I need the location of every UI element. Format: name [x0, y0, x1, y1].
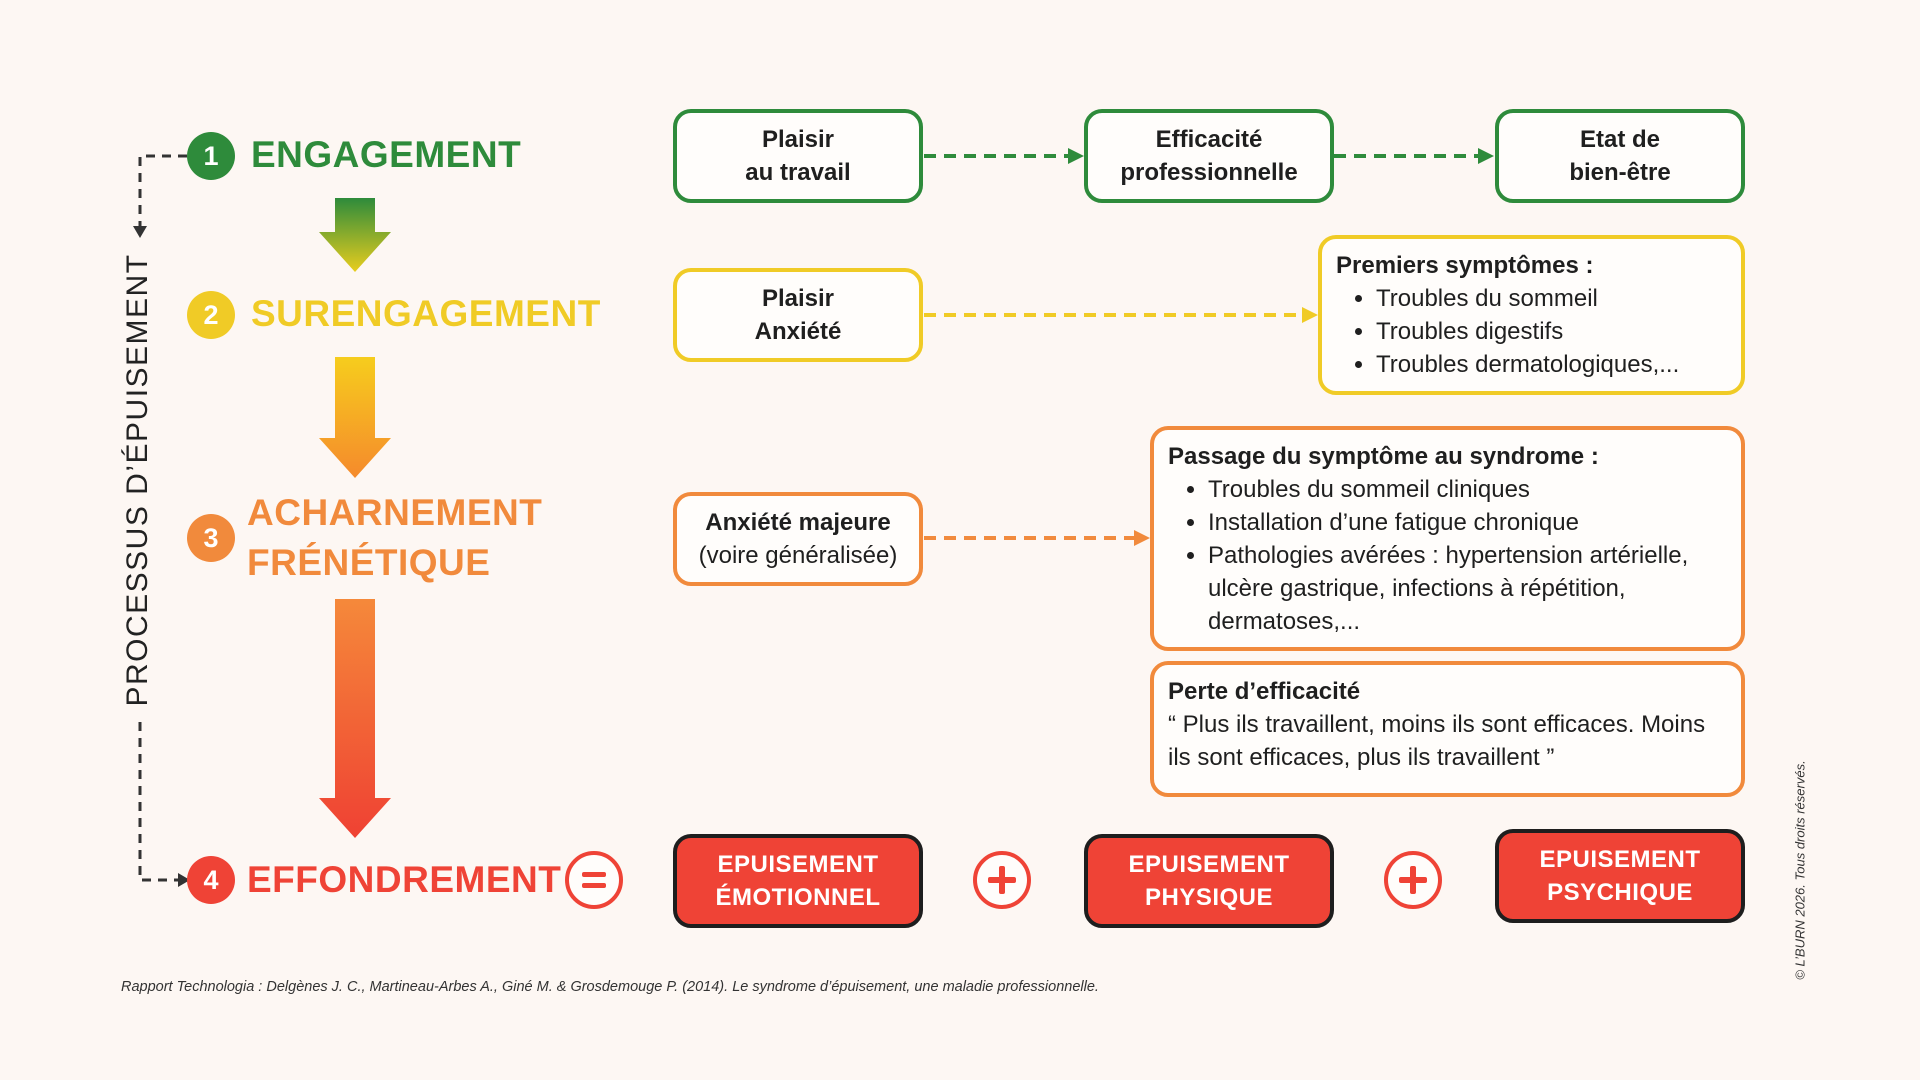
loop-connector-top: [138, 154, 187, 228]
list-item: Troubles du sommeil: [1376, 282, 1727, 315]
down-arrow-3: [319, 599, 391, 838]
arrowhead-r1-a: [1068, 148, 1084, 164]
box-etat-de-bien-etre: Etat de bien-être: [1495, 109, 1745, 203]
box-line: professionnelle: [1120, 159, 1298, 186]
box-line: Anxiété majeure: [705, 509, 891, 536]
stage-3-label-line2: FRÉNÉTIQUE: [247, 542, 491, 583]
box-line: (voire généralisée): [698, 542, 898, 569]
process-label: PROCESSUS D’ÉPUISEMENT: [121, 253, 154, 707]
box-line: PHYSIQUE: [1144, 884, 1274, 911]
box-line: Plaisir: [761, 285, 835, 312]
loop-arrowhead-right: [178, 873, 190, 887]
box-plaisir-anxiete: Plaisir Anxiété: [673, 268, 923, 362]
stage-1-label: ENGAGEMENT: [251, 134, 522, 175]
box-line: Anxiété: [754, 318, 842, 345]
first-symptoms-list: Troubles du sommeil Troubles digestifs T…: [1336, 282, 1727, 381]
loop-arrowhead-down: [133, 226, 147, 238]
box-epuisement-physique: EPUISEMENT PHYSIQUE: [1084, 834, 1334, 928]
box-line: Plaisir: [761, 126, 835, 153]
stage-4-label: EFFONDREMENT: [247, 859, 562, 900]
box-line: EPUISEMENT: [1128, 851, 1290, 878]
down-arrow-1: [319, 198, 391, 272]
plus-icon: [973, 851, 1031, 909]
list-item: Troubles dermatologiques,...: [1376, 348, 1727, 381]
box-line: bien-être: [1569, 159, 1671, 186]
arrowhead-r2: [1302, 307, 1318, 323]
stage-3-badge: 3: [187, 514, 235, 562]
arrowhead-r1-b: [1478, 148, 1494, 164]
syndrome-title: Passage du symptôme au syndrome :: [1168, 443, 1599, 470]
arrowhead-r3: [1134, 530, 1150, 546]
list-item: Installation d’une fatigue chronique: [1208, 506, 1727, 539]
stage-4-badge: 4: [187, 856, 235, 904]
box-line: EPUISEMENT: [1539, 846, 1701, 873]
box-line: ÉMOTIONNEL: [715, 884, 881, 911]
box-plaisir-au-travail: Plaisir au travail: [673, 109, 923, 203]
box-epuisement-psychique: EPUISEMENT PSYCHIQUE: [1495, 829, 1745, 923]
efficiency-loss-panel: Perte d’efficacité “ Plus ils travaillen…: [1150, 661, 1745, 797]
box-anxiete-majeure: Anxiété majeure (voire généralisée): [673, 492, 923, 586]
stage-1-badge: 1: [187, 132, 235, 180]
down-arrow-2: [319, 357, 391, 478]
box-line: Efficacité: [1155, 126, 1263, 153]
box-efficacite-professionnelle: Efficacité professionnelle: [1084, 109, 1334, 203]
stage-3-label-line1: ACHARNEMENT: [247, 492, 543, 533]
box-epuisement-emotionnel: EPUISEMENT ÉMOTIONNEL: [673, 834, 923, 928]
list-item: Troubles digestifs: [1376, 315, 1727, 348]
first-symptoms-title: Premiers symptômes :: [1336, 252, 1594, 279]
box-line: au travail: [745, 159, 851, 186]
stage-2-badge: 2: [187, 291, 235, 339]
list-item: Troubles du sommeil cliniques: [1208, 473, 1727, 506]
efficiency-loss-quote: “ Plus ils travaillent, moins ils sont e…: [1168, 711, 1706, 771]
syndrome-list: Troubles du sommeil cliniques Installati…: [1168, 473, 1727, 638]
copyright-notice: © L’BURN 2026. Tous droits réservés.: [1792, 760, 1808, 980]
efficiency-loss-title: Perte d’efficacité: [1168, 678, 1361, 705]
plus-icon: [1384, 851, 1442, 909]
box-line: PSYCHIQUE: [1547, 879, 1693, 906]
box-line: Etat de: [1579, 126, 1660, 153]
box-line: EPUISEMENT: [717, 851, 879, 878]
first-symptoms-panel: Premiers symptômes : Troubles du sommeil…: [1318, 235, 1745, 395]
equals-icon: [565, 851, 623, 909]
syndrome-panel: Passage du symptôme au syndrome : Troubl…: [1150, 426, 1745, 651]
loop-connector-bottom: [138, 722, 178, 882]
stage-2-label: SURENGAGEMENT: [251, 293, 601, 334]
list-item: Pathologies avérées : hypertension artér…: [1208, 539, 1727, 638]
source-citation: Rapport Technologia : Delgènes J. C., Ma…: [121, 979, 1099, 995]
